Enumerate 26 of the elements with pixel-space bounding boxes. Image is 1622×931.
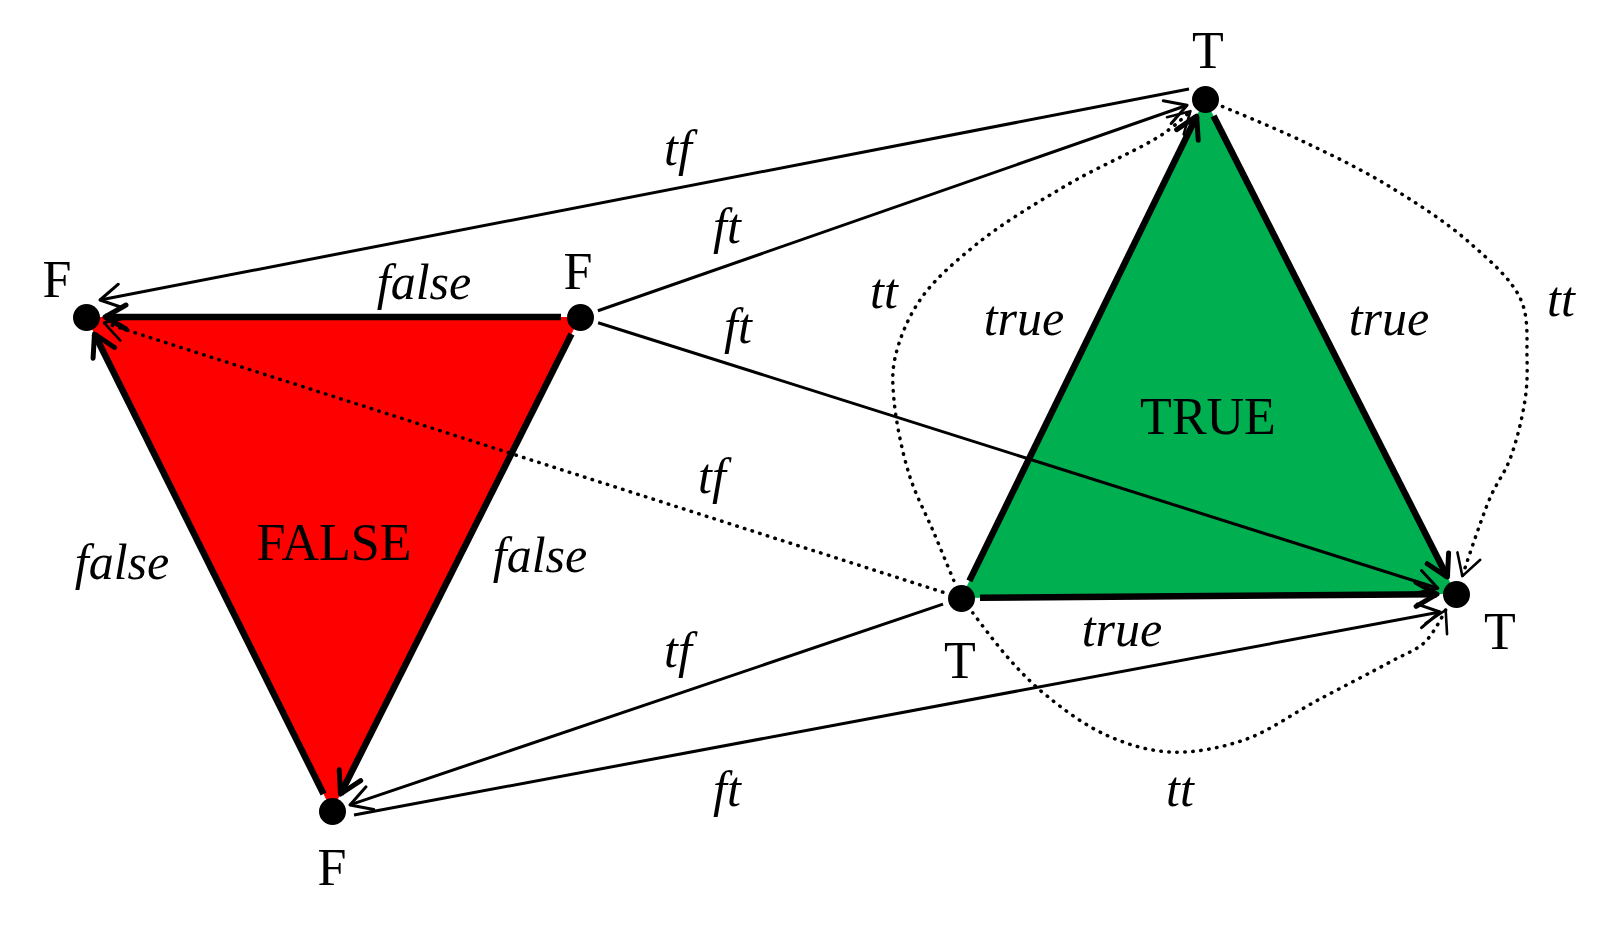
vertex-label: F — [42, 251, 72, 309]
vertex-dot — [947, 584, 975, 612]
vertex-label: T — [1192, 22, 1224, 80]
vertex-dot — [72, 303, 100, 331]
arrow — [348, 602, 944, 812]
dotted-arrow — [1220, 104, 1529, 578]
vertex-dot — [1442, 580, 1470, 608]
arrow — [966, 113, 1201, 583]
arrow — [1210, 114, 1452, 580]
vertex-dot — [318, 797, 346, 825]
arrow — [98, 87, 1190, 310]
arrow — [90, 331, 327, 796]
dotted-arrow — [891, 109, 1193, 583]
vertex-label: T — [1484, 603, 1516, 661]
vertex-label: F — [563, 243, 593, 301]
arrow — [597, 99, 1189, 313]
arrow — [979, 579, 1440, 609]
arrow — [336, 332, 575, 797]
region-label: FALSE — [256, 514, 412, 572]
vertex-label: T — [944, 632, 976, 690]
vertex-dot — [1191, 85, 1219, 113]
dotted-arrow — [971, 608, 1449, 754]
vertex-label: F — [317, 839, 347, 897]
arrow — [353, 602, 1442, 817]
vertex-dot — [566, 303, 594, 331]
region-label: TRUE — [1140, 388, 1276, 446]
